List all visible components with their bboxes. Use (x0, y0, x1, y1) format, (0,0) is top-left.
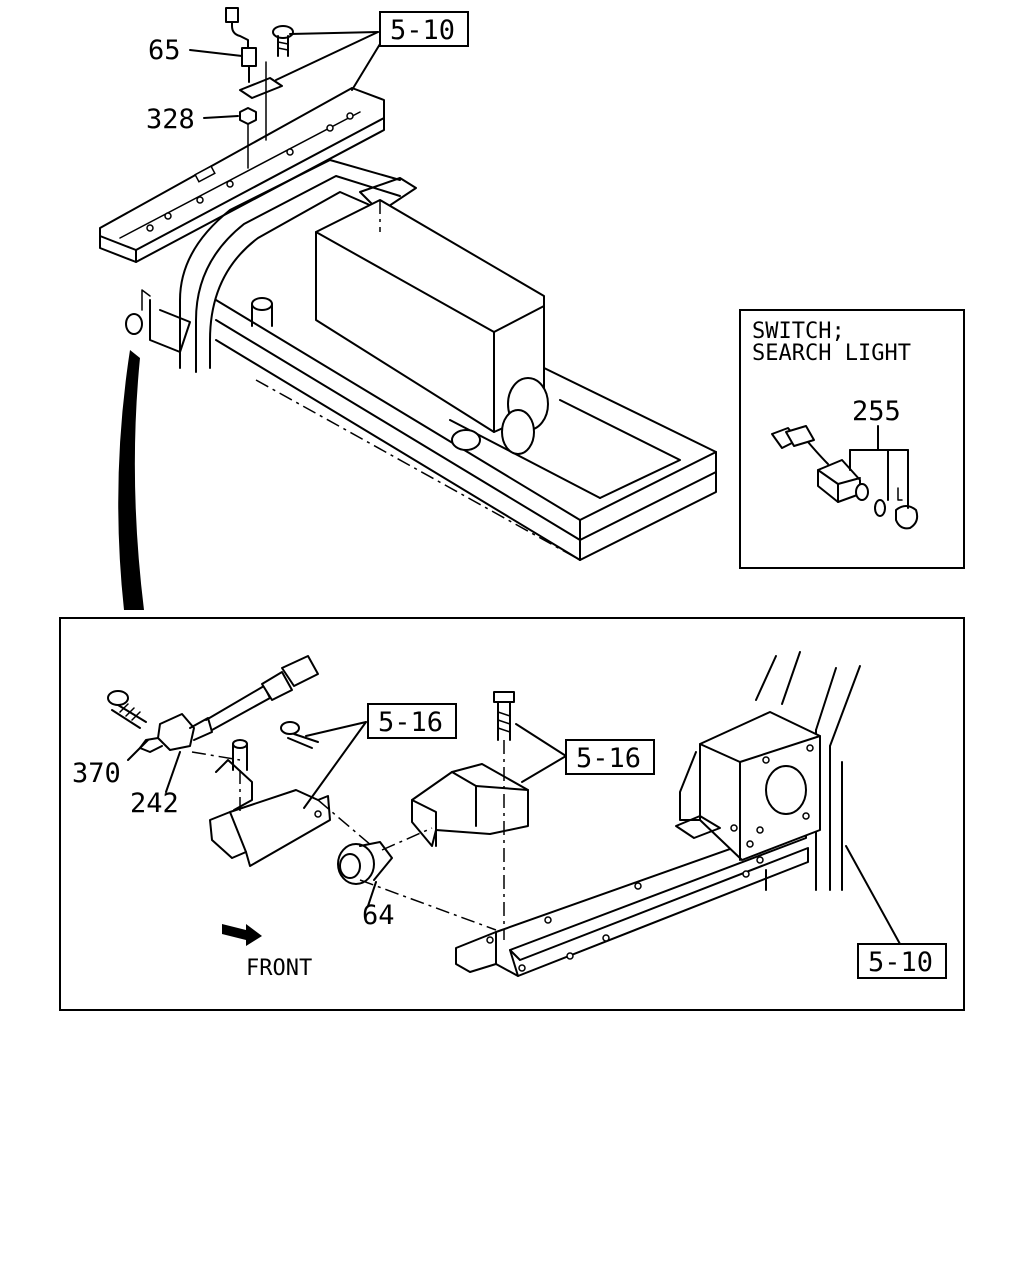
callout-328: 328 (146, 104, 195, 135)
ref-box-bracket-5-16-b: 5-16 (565, 739, 655, 775)
ref-bracket-a-label: 5-16 (378, 707, 443, 738)
inset-title-line1: SWITCH; (752, 319, 845, 344)
front-arrow-icon (222, 924, 262, 946)
front-label: FRONT (246, 956, 312, 981)
callout-65: 65 (148, 35, 181, 66)
callout-64: 64 (362, 900, 395, 931)
ref-box-frame-5-10: 5-10 (857, 943, 947, 979)
detail-pointer (118, 350, 144, 610)
ref-box-top-5-10: 5-10 (379, 11, 469, 47)
detail-view: FRONT 370 242 64 5-16 5-16 5-10 (59, 617, 965, 1011)
leader-lines-top (189, 31, 381, 119)
ref-frame-label: 5-10 (868, 947, 933, 978)
callout-370: 370 (72, 758, 121, 789)
ref-top-label: 5-10 (390, 15, 455, 46)
inset-search-light-switch: SWITCH; SEARCH LIGHT 255 (739, 309, 965, 569)
chassis-upper-view (99, 7, 717, 561)
callout-255: 255 (852, 396, 901, 427)
ref-box-bracket-5-16-a: 5-16 (367, 703, 457, 739)
ref-bracket-b-label: 5-16 (576, 743, 641, 774)
callout-242: 242 (130, 788, 179, 819)
inset-title-line2: SEARCH LIGHT (752, 341, 911, 366)
